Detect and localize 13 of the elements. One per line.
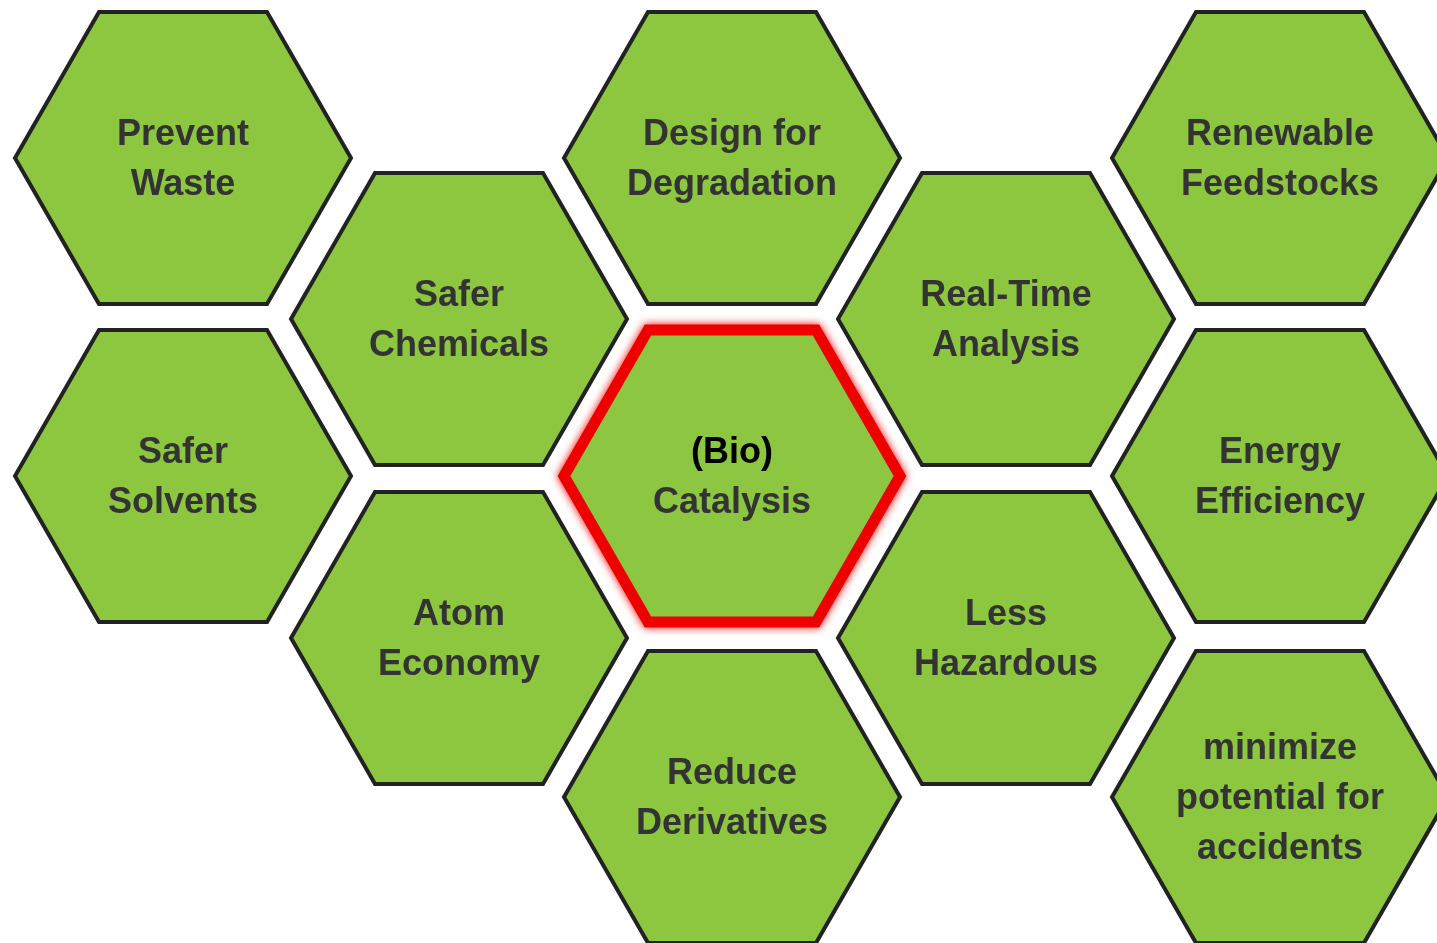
hexagon-label: Renewable Feedstocks xyxy=(1179,111,1381,205)
hexagon-label: Design for Degradation xyxy=(626,111,838,205)
hexagon-label: Catalysis xyxy=(651,479,813,523)
hexagon-label: (Bio) xyxy=(690,429,774,473)
hexagon-label: Atom Economy xyxy=(376,591,541,685)
hexagon-label: Energy Efficiency xyxy=(1193,429,1367,523)
hexagon-label: Safer Chemicals xyxy=(367,272,551,366)
hexagon-label: minimize potential for accidents xyxy=(1175,725,1385,869)
hexagon-label: Prevent Waste xyxy=(115,111,251,205)
hexagon-label: Less Hazardous xyxy=(912,591,1099,685)
hexagon-label: Real-Time Analysis xyxy=(919,272,1093,366)
hexagon-label: Reduce Derivatives xyxy=(634,750,830,844)
hexagon-label: Safer Solvents xyxy=(106,429,259,523)
